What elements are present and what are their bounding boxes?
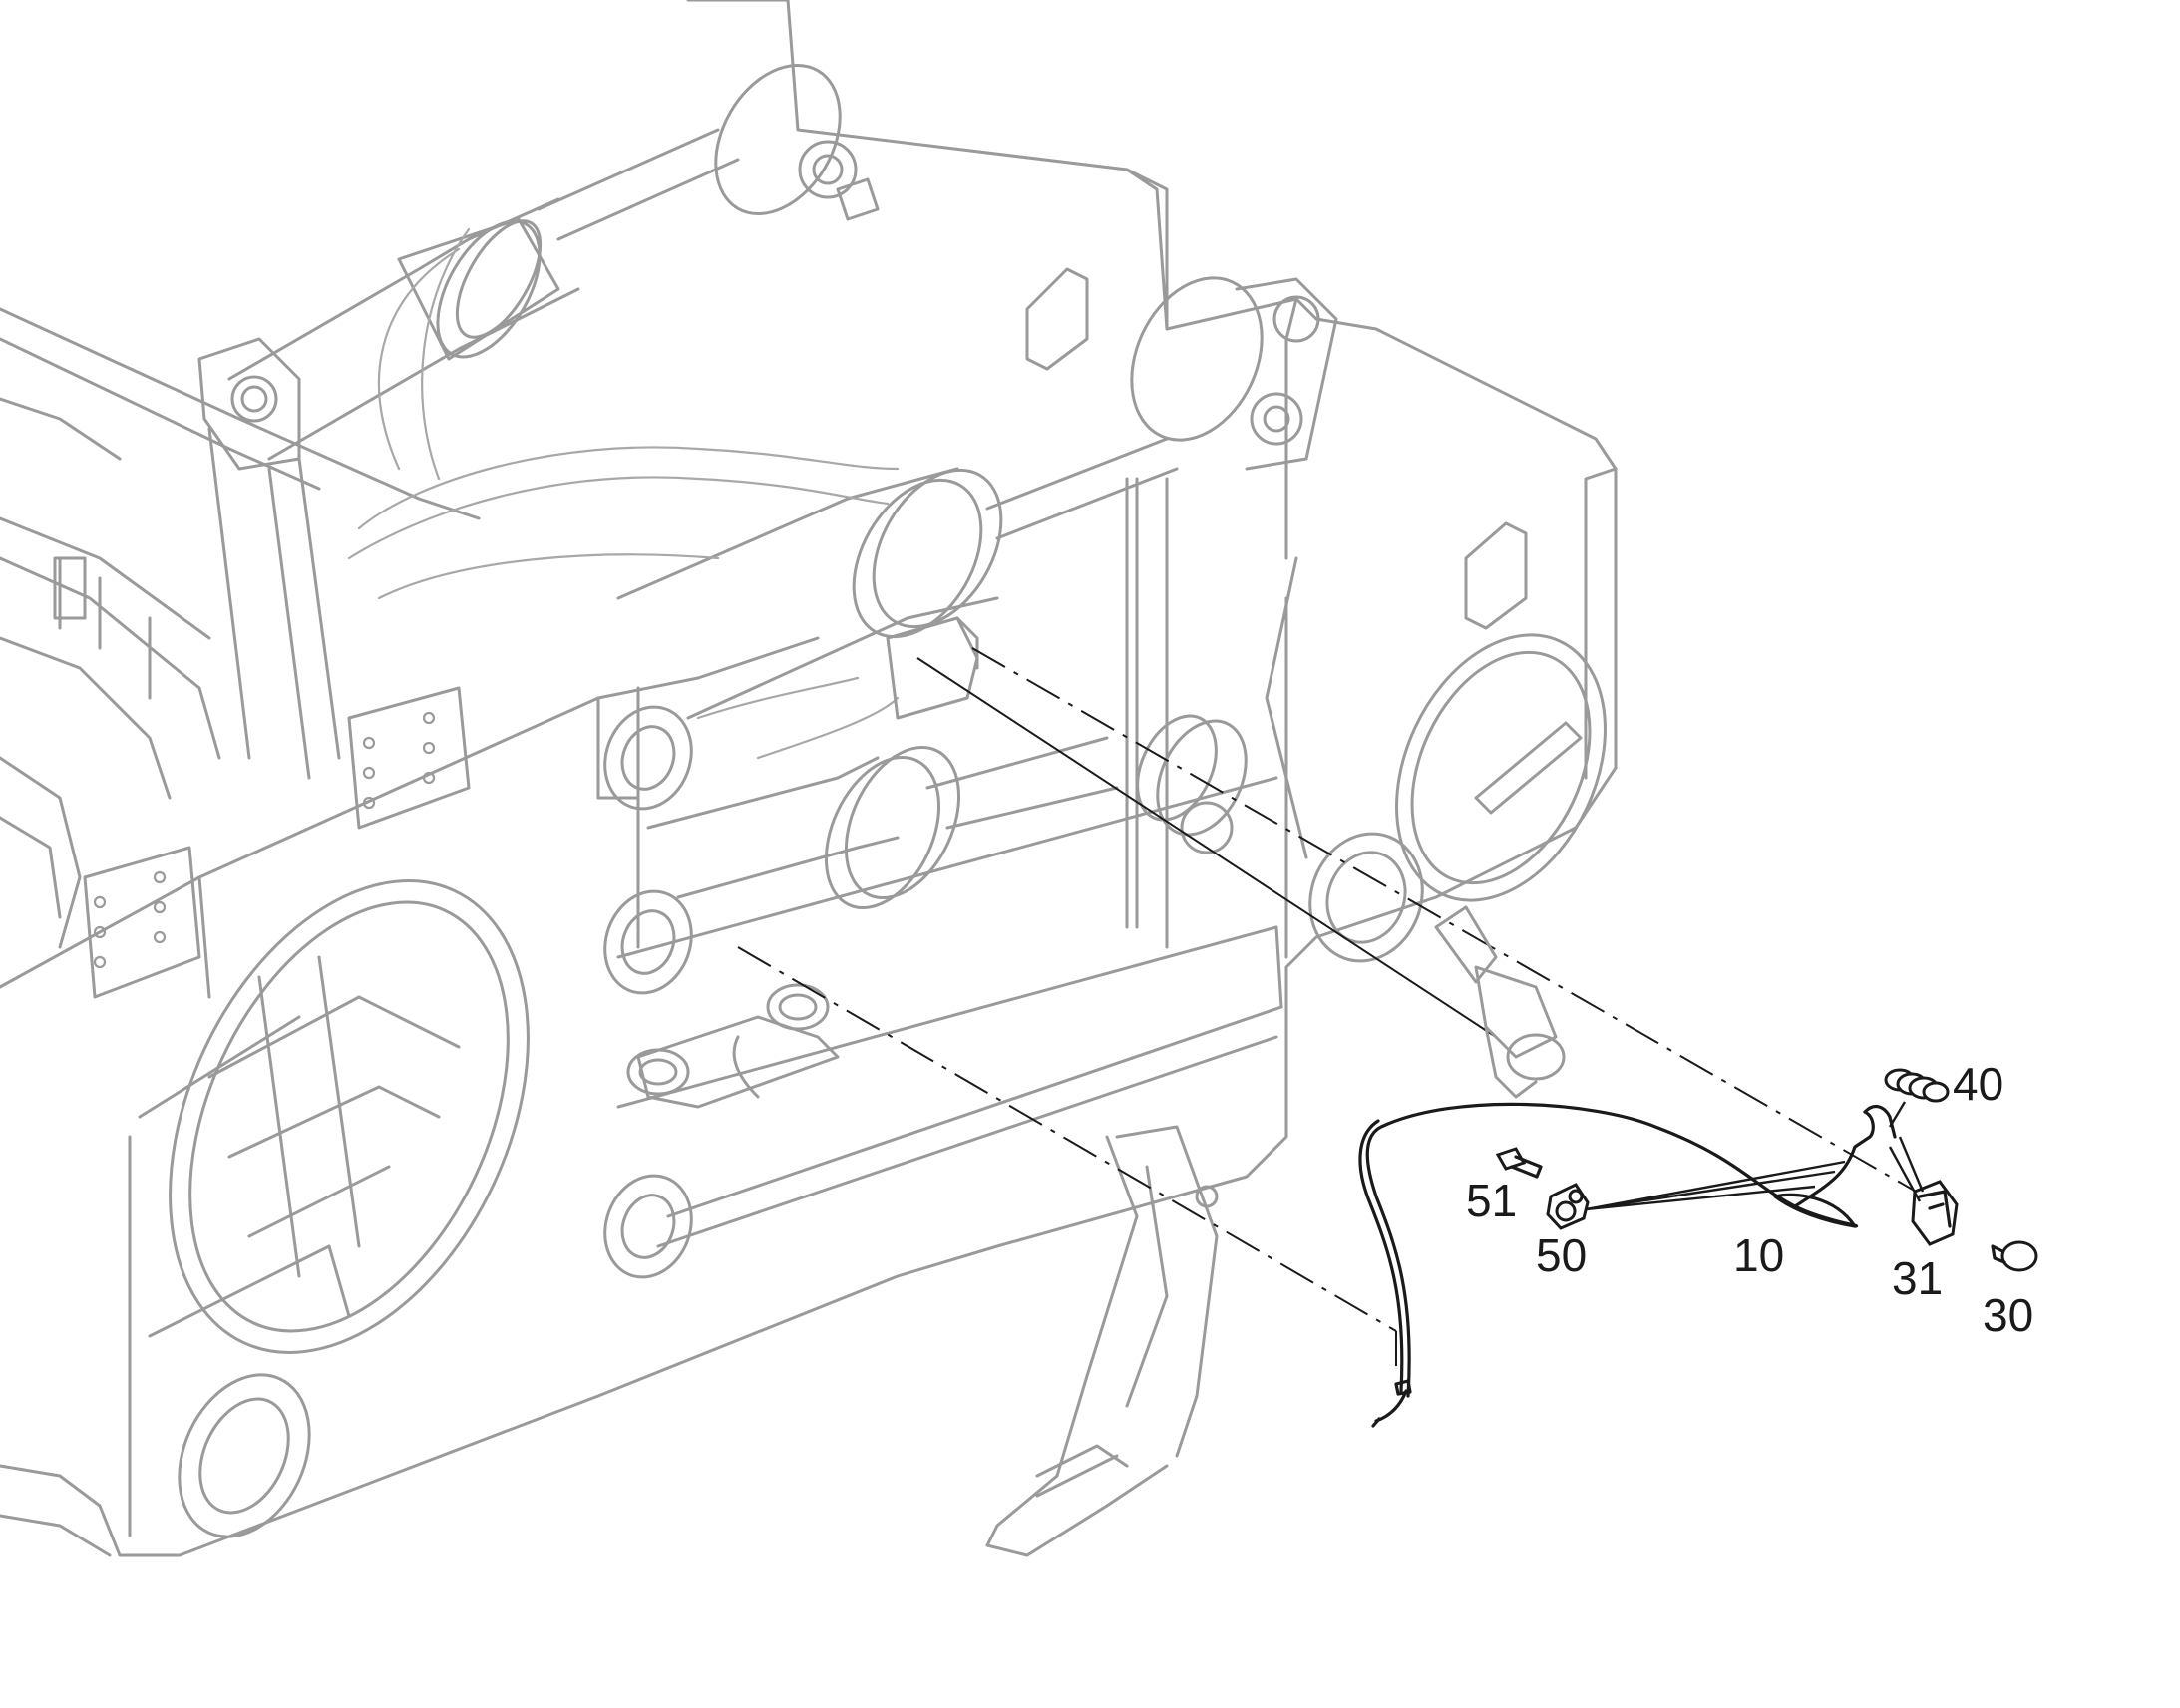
leader-40 — [1888, 1101, 1907, 1128]
cable-harness-10 — [1358, 1102, 1897, 1428]
part-50-clamp — [1546, 1183, 1590, 1230]
callout-31: 31 — [1892, 1252, 1943, 1304]
leader-31-a — [1898, 1136, 1925, 1193]
alignment-line-upper — [971, 647, 1926, 1197]
part-51-bolt — [1495, 1147, 1543, 1179]
leader-10-b — [1585, 1185, 1816, 1211]
alignment-lines — [737, 647, 1926, 1366]
part-31-connector — [1911, 1180, 1959, 1246]
callout-30: 30 — [1983, 1289, 2033, 1341]
part-40-fitting — [1884, 1068, 1950, 1103]
callout-51: 51 — [1466, 1175, 1517, 1226]
callout-50: 50 — [1536, 1229, 1587, 1281]
sensor-ghost — [1434, 905, 1566, 1099]
leader-10-a — [1585, 1170, 1836, 1211]
alignment-line-solid — [916, 657, 1497, 1038]
callout-40: 40 — [1953, 1058, 2003, 1110]
alignment-line-lower — [737, 946, 1397, 1332]
callout-10: 10 — [1733, 1229, 1784, 1281]
leader-10-c — [1585, 1160, 1846, 1211]
leader-31-b — [1888, 1146, 1922, 1202]
machine-frame-ghost — [0, 0, 1618, 1557]
callout-labels: 40 51 50 10 31 30 — [1466, 1058, 2033, 1341]
leader-lines — [1585, 1101, 1925, 1211]
part-30-cap — [1991, 1240, 2038, 1272]
